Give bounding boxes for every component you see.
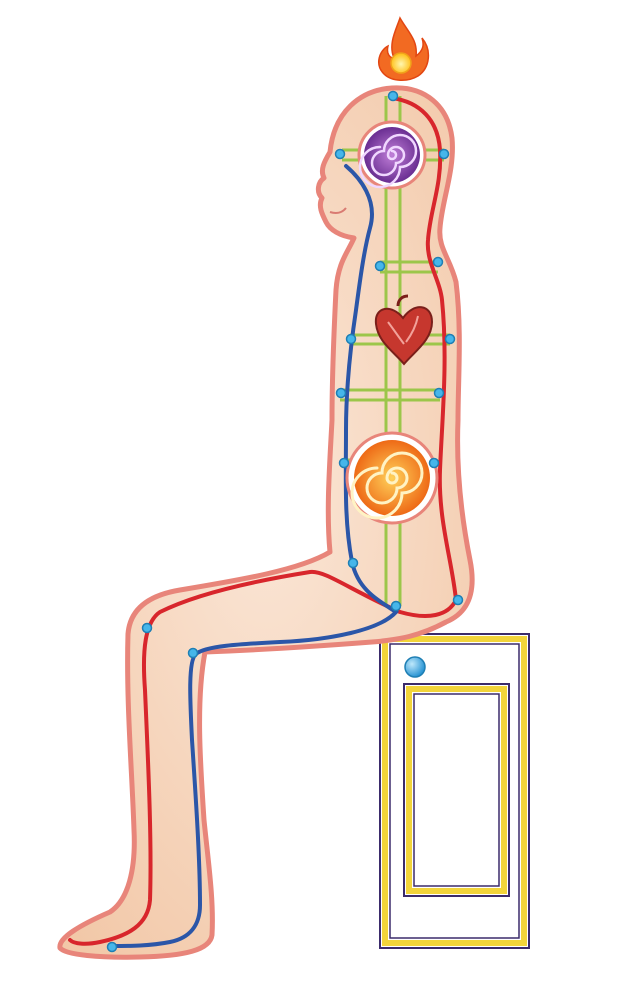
flame-icon xyxy=(378,16,430,81)
ball-icon xyxy=(404,656,426,678)
node xyxy=(432,256,444,268)
node xyxy=(452,594,464,606)
node xyxy=(187,647,199,659)
node xyxy=(335,387,347,399)
node xyxy=(141,622,153,634)
head-center xyxy=(357,120,427,190)
node xyxy=(390,600,402,612)
mouth-line xyxy=(329,207,347,214)
node xyxy=(345,333,357,345)
node xyxy=(387,90,399,102)
seat-gold-band xyxy=(382,636,527,946)
node xyxy=(438,148,450,160)
node xyxy=(338,457,350,469)
panel-inner-line xyxy=(413,693,500,887)
node xyxy=(106,941,118,953)
node xyxy=(428,457,440,469)
panel-outer-frame xyxy=(403,683,510,897)
channel-nodes xyxy=(106,90,464,953)
body-silhouette xyxy=(57,85,475,960)
heart-icon xyxy=(374,294,434,366)
node xyxy=(347,557,359,569)
red-channel xyxy=(68,96,459,946)
node xyxy=(433,387,445,399)
node xyxy=(334,148,346,160)
seat-inner-line xyxy=(389,643,520,939)
seat xyxy=(379,633,530,949)
node xyxy=(374,260,386,272)
blue-channel xyxy=(110,164,400,948)
panel-gold-band xyxy=(406,686,507,894)
node xyxy=(444,333,456,345)
belly-center xyxy=(345,431,439,525)
